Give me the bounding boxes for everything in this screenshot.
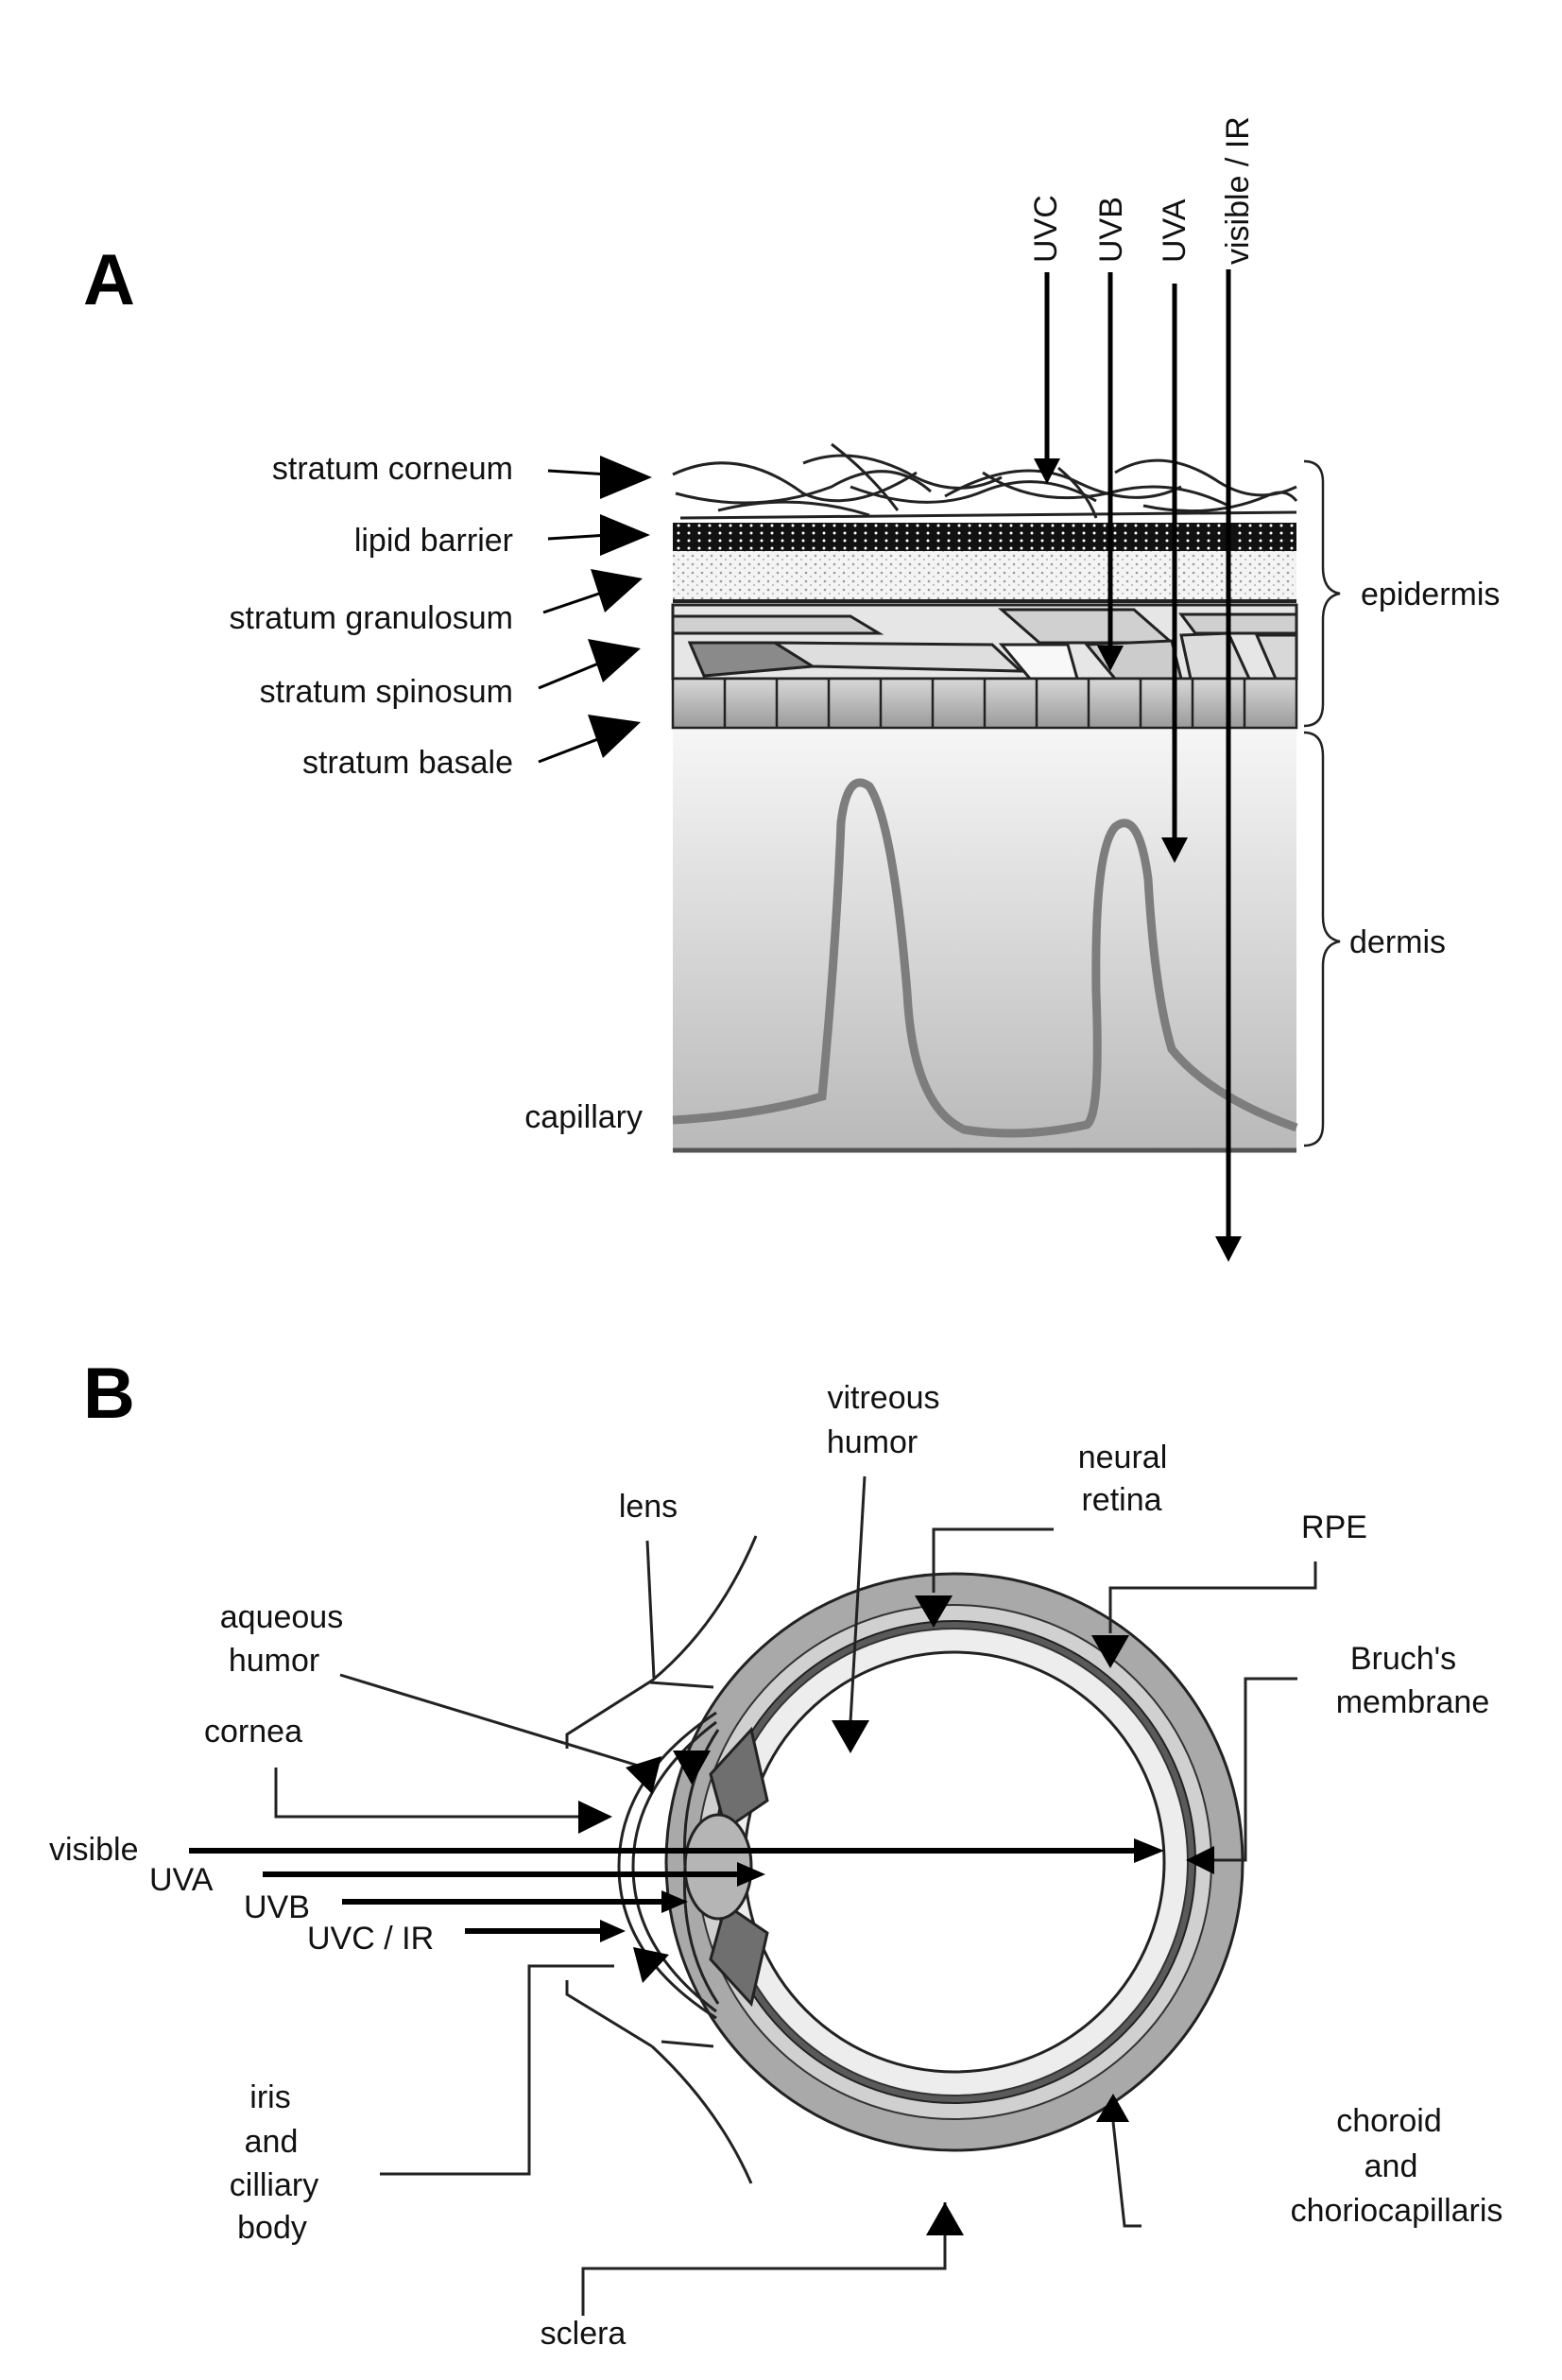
stratum-spinosum-label: stratum spinosum <box>260 674 513 710</box>
eyelids <box>565 1535 758 2184</box>
stratum-granulosum-label: stratum granulosum <box>230 600 513 636</box>
choroid-label-2: and <box>1365 2148 1418 2184</box>
skin-layer-pointers <box>538 456 652 764</box>
skin-radiation-arrows <box>1034 269 1242 1262</box>
lipid-barrier-label: lipid barrier <box>354 523 513 559</box>
skin-radiation-labels: UVC UVB UVA visible / IR <box>1028 116 1256 265</box>
uvb-label: UVB <box>1093 197 1129 263</box>
skin-braces <box>1303 459 1341 1147</box>
vitreous-label-2: humor <box>827 1424 918 1460</box>
lipid-barrier-layer <box>673 523 1296 551</box>
eye-arrowheads <box>578 1595 1214 2235</box>
eye-leader-lines <box>274 1475 1317 2316</box>
stratum-basale-layer <box>671 677 1298 730</box>
iris-ciliary-body <box>709 1726 769 2008</box>
skin-layer-labels: stratum corneum lipid barrier stratum gr… <box>230 451 643 1135</box>
uva-ray-label: UVA <box>149 1862 214 1898</box>
dermis-layer <box>673 730 1296 1150</box>
neural-retina-label-2: retina <box>1081 1482 1161 1518</box>
stratum-corneum-layer <box>672 442 1298 520</box>
uvc-ir-ray-label: UVC / IR <box>307 1921 434 1957</box>
panel-a: A <box>83 116 1500 1262</box>
dermis-label: dermis <box>1349 924 1446 960</box>
uvb-ray-label: UVB <box>244 1889 310 1925</box>
capillary-label: capillary <box>524 1099 643 1135</box>
choroid-label-3: choriocapillaris <box>1291 2193 1503 2229</box>
visible-ir-label: visible / IR <box>1220 116 1256 265</box>
eye-labels: vitreous humor neural retina lens RPE aq… <box>204 1380 1502 2352</box>
visible-ray-label: visible <box>49 1832 138 1868</box>
iris-label-3: cilliary <box>230 2167 318 2203</box>
bruchs-label-2: membrane <box>1336 1684 1490 1720</box>
epidermis-label: epidermis <box>1361 577 1500 612</box>
vitreous-body <box>743 1650 1166 2074</box>
sclera-label: sclera <box>541 2316 627 2352</box>
stratum-corneum-label: stratum corneum <box>272 451 513 487</box>
bruchs-label-1: Bruch's <box>1350 1641 1456 1677</box>
iris-label-4: body <box>237 2210 307 2246</box>
eye-globe <box>664 1572 1244 2152</box>
rpe-label: RPE <box>1301 1509 1367 1545</box>
iris-label-2: and <box>245 2124 299 2160</box>
aqueous-label-1: aqueous <box>220 1599 343 1635</box>
lens-label: lens <box>619 1489 678 1525</box>
uva-label: UVA <box>1157 198 1193 263</box>
aqueous-label-2: humor <box>229 1643 319 1679</box>
choroid-label-1: choroid <box>1336 2103 1442 2139</box>
stratum-granulosum-layer <box>673 551 1296 603</box>
stratum-spinosum-layer <box>671 603 1298 681</box>
vitreous-label-1: vitreous <box>827 1380 939 1416</box>
capillary-loop <box>672 778 1298 1138</box>
eye-ray-labels: visible UVA UVB UVC / IR <box>49 1832 434 1957</box>
uvc-label: UVC <box>1028 195 1064 263</box>
eye-ray-arrows <box>189 1838 1164 1942</box>
iris-label-1: iris <box>249 2079 290 2115</box>
neural-retina-label-1: neural <box>1078 1440 1168 1475</box>
panel-a-letter: A <box>83 240 135 320</box>
panel-b: B <box>49 1354 1502 2352</box>
stratum-basale-label: stratum basale <box>302 745 513 781</box>
panel-b-letter: B <box>83 1354 135 1434</box>
cornea-label: cornea <box>204 1714 302 1750</box>
